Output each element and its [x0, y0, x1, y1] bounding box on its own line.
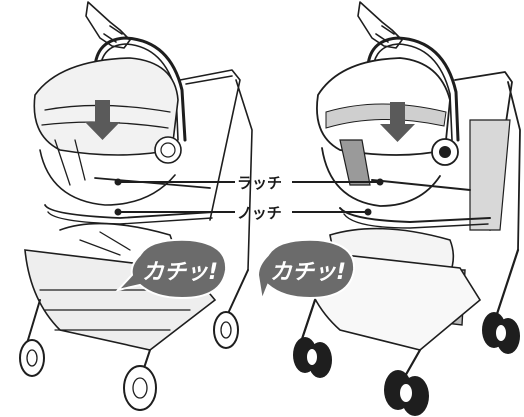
right-wheel-rear — [482, 312, 520, 354]
latch-label: ラッチ — [237, 174, 282, 192]
latch-callout: ラッチ — [114, 174, 384, 192]
right-stroller: カチッ! — [256, 1, 521, 416]
left-wheel-front — [19, 339, 45, 377]
left-wheel-mid — [123, 365, 157, 411]
right-click-bubble: カチッ! — [256, 238, 356, 304]
right-bubble-text: カチッ! — [270, 260, 346, 285]
down-arrow-icon — [85, 100, 120, 140]
right-wheel-mid — [384, 370, 429, 416]
left-bubble-text: カチッ! — [142, 260, 218, 285]
down-arrow-icon — [380, 102, 415, 142]
right-wheel-front — [293, 337, 332, 378]
left-stroller: カチッ! — [19, 1, 253, 411]
notch-label: ノッチ — [237, 204, 282, 222]
notch-callout: ノッチ — [114, 204, 372, 222]
left-click-bubble: カチッ! — [115, 238, 228, 300]
hand-icon — [357, 1, 403, 49]
left-wheel-rear — [213, 311, 239, 349]
